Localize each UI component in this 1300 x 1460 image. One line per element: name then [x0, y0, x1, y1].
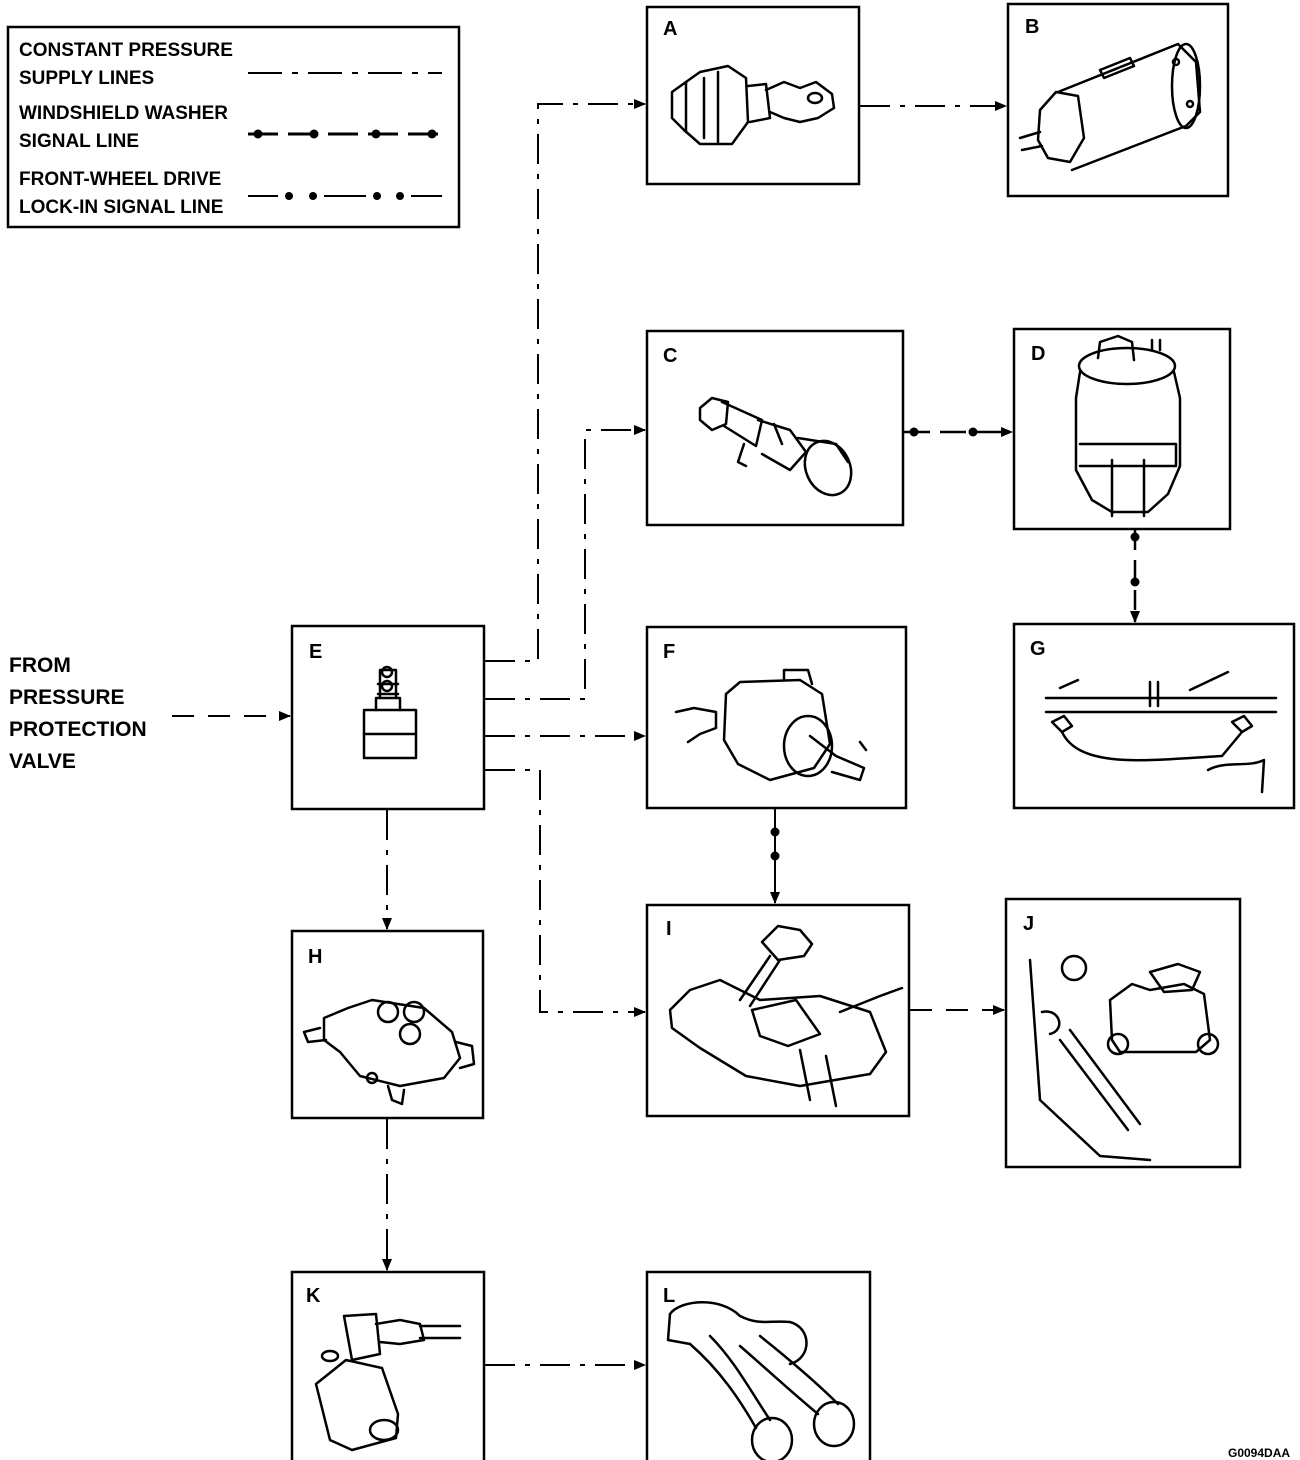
box-f — [645, 625, 908, 810]
legend-item-2-line1: WINDSHIELD WASHER — [19, 103, 228, 124]
connectors — [172, 99, 1140, 1370]
valve-illustration-c — [698, 396, 853, 497]
legend-item-1-line2: SUPPLY LINES — [19, 68, 155, 89]
box-j — [1004, 897, 1242, 1169]
box-h-letter: H — [308, 946, 322, 968]
valve-illustration-j — [1028, 954, 1220, 1162]
axle-illustration-i — [668, 924, 904, 1108]
connector-e-to-c — [485, 425, 646, 700]
source-label-line1: FROM — [9, 654, 71, 677]
box-l-letter: L — [663, 1285, 675, 1307]
box-k — [290, 1270, 486, 1460]
box-g-letter: G — [1030, 638, 1046, 660]
box-l — [645, 1270, 872, 1460]
pump-illustration-h — [302, 998, 476, 1106]
box-b-letter: B — [1025, 16, 1039, 38]
reservoir-illustration-d — [1074, 334, 1182, 518]
valve-illustration-e — [362, 665, 418, 760]
box-k-letter: K — [306, 1285, 321, 1307]
box-e-letter: E — [309, 641, 322, 663]
connector-e-to-a — [485, 99, 646, 662]
legend-item-3-line1: FRONT-WHEEL DRIVE — [19, 169, 222, 190]
legend-item-3-label: FRONT-WHEEL DRIVE LOCK-IN SIGNAL LINE — [19, 169, 223, 218]
box-f-letter: F — [663, 641, 675, 663]
valve-illustration-f — [674, 668, 868, 782]
legend-sample-fwd-lockin — [248, 192, 442, 200]
horn-illustration-l — [666, 1301, 856, 1460]
box-e — [290, 624, 486, 811]
windshield-illustration-g — [1044, 670, 1278, 794]
legend-sample-washer-signal — [248, 129, 442, 139]
box-j-letter: J — [1023, 913, 1034, 935]
box-g — [1012, 622, 1296, 810]
legend-frame — [6, 25, 461, 229]
source-label-line4: VALVE — [9, 750, 76, 773]
box-d — [1012, 327, 1232, 531]
box-d-letter: D — [1031, 343, 1045, 365]
legend-item-2-label: WINDSHIELD WASHER SIGNAL LINE — [19, 103, 228, 152]
signal-line-bullets — [770, 427, 1140, 861]
box-b — [1006, 2, 1230, 198]
box-i-letter: I — [666, 918, 672, 940]
component-boxes — [290, 2, 1296, 1460]
legend — [6, 25, 461, 229]
legend-item-3-line2: LOCK-IN SIGNAL LINE — [19, 197, 224, 218]
box-c-letter: C — [663, 345, 677, 367]
cylinder-illustration-b — [1018, 42, 1202, 172]
box-a-letter: A — [663, 18, 677, 40]
legend-item-1-line1: CONSTANT PRESSURE — [19, 40, 233, 61]
box-i — [645, 903, 911, 1118]
source-label: FROM PRESSURE PROTECTION VALVE — [9, 650, 147, 778]
legend-item-2-line2: SIGNAL LINE — [19, 131, 139, 152]
source-label-line3: PROTECTION — [9, 718, 147, 741]
valve-illustration-a — [670, 64, 836, 146]
source-label-line2: PRESSURE — [9, 686, 125, 709]
connector-e-to-i — [485, 769, 646, 1017]
box-a — [645, 5, 861, 186]
fitting-illustration-k — [314, 1312, 462, 1452]
figure-reference-code: G0094DAA — [1228, 1446, 1291, 1460]
box-letters: A B C D E F G H I J K L — [306, 16, 1046, 1307]
legend-item-1-label: CONSTANT PRESSURE SUPPLY LINES — [19, 40, 233, 89]
